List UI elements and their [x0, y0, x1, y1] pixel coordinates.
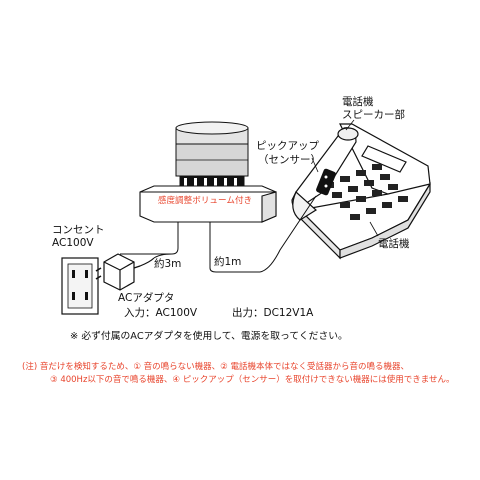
sensor-cable	[259, 195, 317, 273]
label-pickup: ピックアップ	[256, 140, 319, 152]
caution-note-line-2: ③ 400Hz以下の音で鳴る機器、④ ピックアップ（センサー）を取付けできない機…	[50, 375, 455, 385]
label-sensor: （センサー）	[258, 154, 321, 166]
label-outlet: コンセント AC100V	[52, 224, 105, 249]
adapter-cable	[153, 253, 173, 259]
leader-lines	[311, 119, 379, 237]
wall-outlet	[61, 257, 99, 315]
lamp-base	[139, 185, 277, 223]
label-volume: 感度調整ボリューム付き	[157, 196, 253, 206]
label-adapter: ACアダプタ	[118, 292, 175, 304]
label-output: 出力：DC12V1A	[232, 307, 314, 319]
label-phone: 電話機	[378, 238, 410, 250]
label-phone-speaker: 電話機 スピーカー部	[342, 96, 405, 121]
label-cable-3m: 約3m	[154, 258, 182, 270]
pickup-sensor	[316, 168, 336, 196]
ac-adapter	[95, 253, 155, 291]
base-cables	[120, 222, 260, 273]
label-cable-1m: 約1m	[214, 256, 242, 268]
handset	[291, 127, 359, 221]
label-input: 入力：AC100V	[124, 307, 198, 319]
signal-lamp	[175, 121, 249, 189]
label-remark: ※ 必ず付属のACアダプタを使用して、電源を取ってください。	[70, 331, 348, 342]
caution-note-line-1: (注) 音だけを検知するため、① 音の鳴らない機器、② 電話機本体ではなく受話器…	[22, 362, 409, 372]
telephone	[298, 123, 431, 260]
